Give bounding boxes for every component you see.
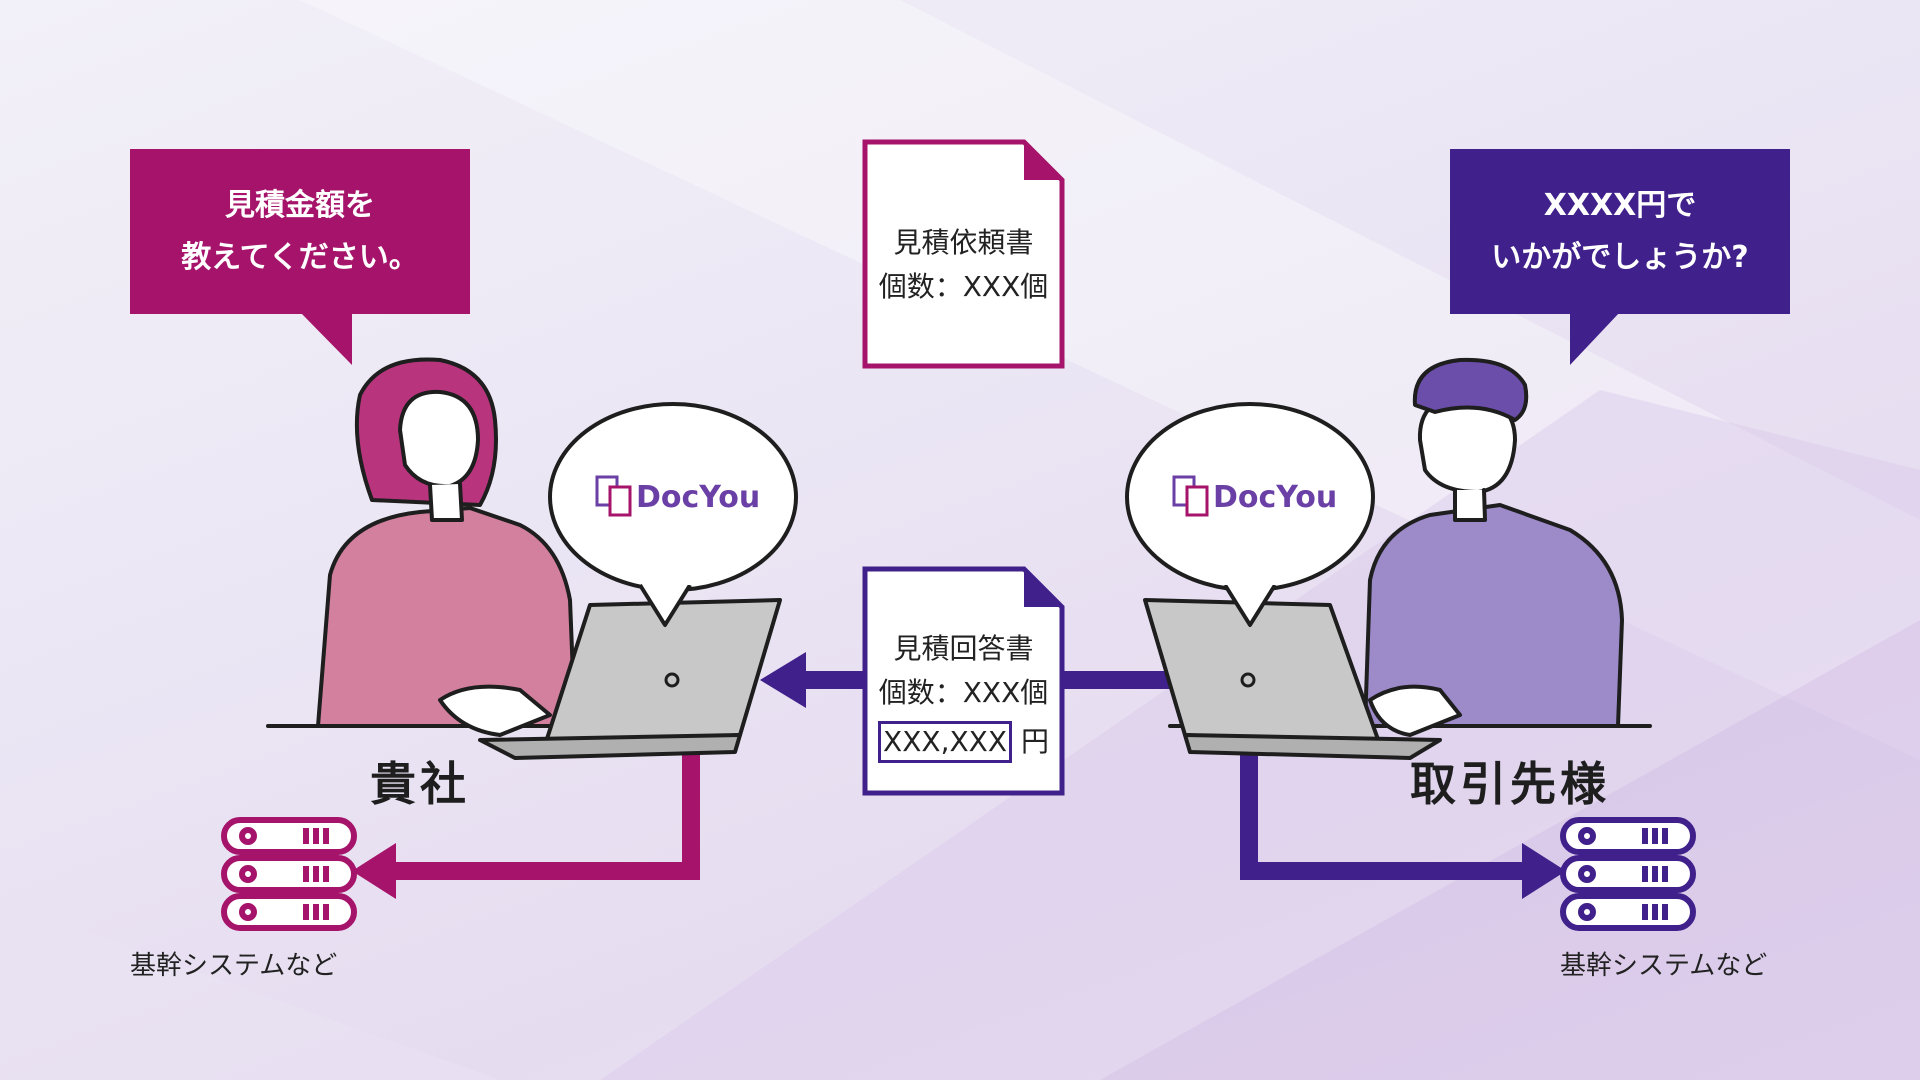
response-doc-price-row: XXX,XXX 円 <box>878 715 1049 764</box>
response-doc-title: 見積回答書 <box>893 631 1034 665</box>
right-laptop-logo <box>1240 672 1256 688</box>
left-docyou-logo-icon <box>595 475 632 517</box>
speech-bubble-right: XXXX円で いかがでしょうか? <box>1450 149 1790 314</box>
request-doc-quantity: 個数：XXX個 <box>878 270 1049 303</box>
right-person-neck <box>1453 488 1487 522</box>
response-doc-quantity: 個数：XXX個 <box>878 675 1049 709</box>
arrow-to-left-servers <box>352 745 700 899</box>
line-right-laptop-to-doc <box>1064 671 1174 689</box>
left-laptop-logo <box>664 672 680 688</box>
right-bubble-tail <box>1570 312 1620 365</box>
right-person-hands <box>1368 684 1462 737</box>
arrow-to-left-laptop <box>760 652 868 708</box>
right-system-label: 基幹システムなど <box>1560 951 1768 981</box>
speech-right-line1: XXXX円で <box>1543 187 1697 223</box>
left-laptop-base <box>478 733 742 760</box>
right-person-hair <box>1412 357 1529 422</box>
response-doc-text: 見積回答書 個数：XXX個 XXX,XXX 円 <box>865 620 1062 770</box>
right-server-icon <box>1560 817 1696 931</box>
request-doc-text: 見積依頼書 個数：XXX個 <box>865 195 1062 335</box>
right-laptop-base <box>1183 733 1442 760</box>
arrow-to-right-servers <box>1240 745 1566 899</box>
speech-left-line1: 見積金額を <box>225 187 375 223</box>
left-person-hands <box>438 684 552 737</box>
left-system-label: 基幹システムなど <box>130 951 338 981</box>
response-doc-price-unit: 円 <box>1020 724 1049 758</box>
left-party-label: 貴社 <box>370 757 470 811</box>
right-party-label: 取引先様 <box>1410 757 1610 811</box>
right-docyou-logo-text: DocYou <box>1213 480 1338 515</box>
right-person-body <box>1363 503 1624 728</box>
left-server-icon <box>221 817 357 931</box>
left-docyou-logo-text: DocYou <box>636 480 761 515</box>
speech-right-line2: いかがでしょうか? <box>1491 239 1749 275</box>
right-docyou-logo-icon <box>1172 475 1209 517</box>
speech-left-line2: 教えてください。 <box>181 239 419 275</box>
response-document-icon <box>862 566 1065 796</box>
left-logo-bubble <box>548 402 798 627</box>
right-logo-bubble <box>1125 402 1375 627</box>
request-doc-title: 見積依頼書 <box>893 226 1034 259</box>
left-person-neck <box>428 482 464 522</box>
left-bubble-tail <box>300 312 352 365</box>
response-doc-price: XXX,XXX <box>878 720 1013 763</box>
request-document-icon <box>862 139 1065 369</box>
speech-bubble-left: 見積金額を 教えてください。 <box>130 149 470 314</box>
